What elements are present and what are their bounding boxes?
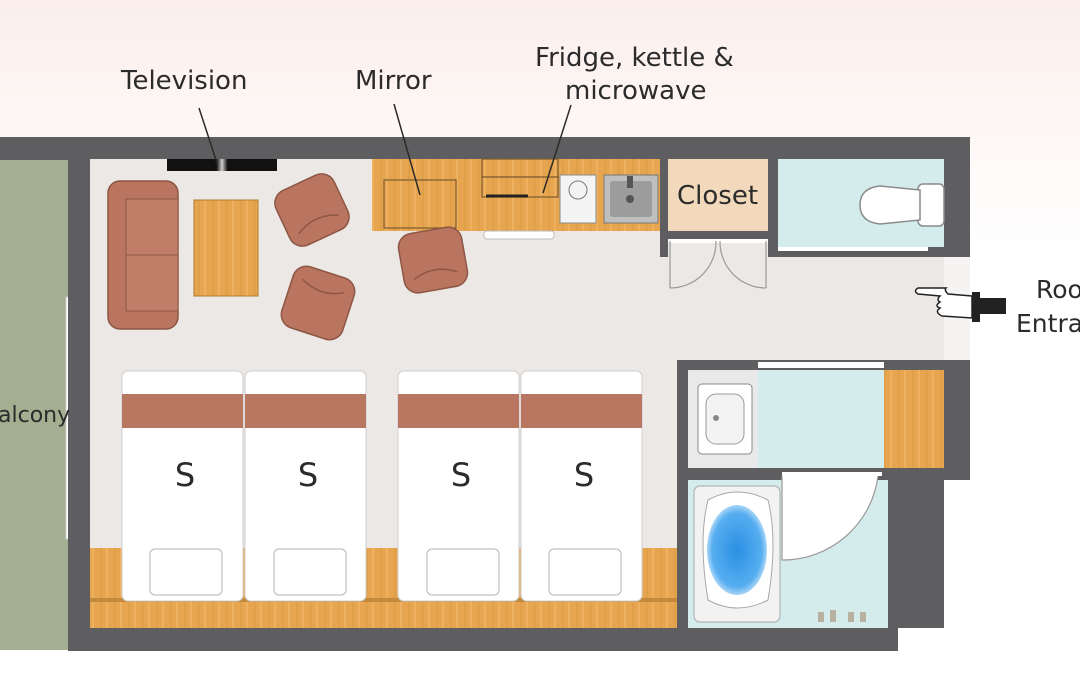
toiletries xyxy=(818,610,866,622)
fridge-label-line1: Fridge, kettle & xyxy=(535,43,734,73)
mirror-desk xyxy=(383,179,457,229)
fridge-label-line2: microwave xyxy=(565,76,707,106)
mirror-pointer xyxy=(393,103,421,196)
television-pointer xyxy=(198,107,218,164)
fridge-pointer xyxy=(542,104,572,194)
fridge-kettle-microwave xyxy=(481,158,559,198)
bed-group xyxy=(121,370,643,602)
room-entrance-label-line1: Roo xyxy=(1036,275,1080,304)
bed-size-label: S xyxy=(450,456,472,494)
closet xyxy=(668,159,768,231)
television-label: Television xyxy=(121,66,248,96)
toilet-icon xyxy=(859,183,945,227)
bed xyxy=(520,370,643,602)
bathtub-icon xyxy=(693,485,781,623)
mirror-label: Mirror xyxy=(355,66,432,96)
washbasin-icon xyxy=(697,383,753,455)
pointing-hand-icon xyxy=(914,287,1006,322)
coffee-table xyxy=(193,199,259,297)
bed-size-label: S xyxy=(573,456,595,494)
bed-size-label: S xyxy=(297,456,319,494)
closet-doors xyxy=(668,239,768,289)
exterior-wall xyxy=(0,137,970,159)
balcony-area xyxy=(0,160,68,650)
bed-size-label: S xyxy=(174,456,196,494)
sofa xyxy=(107,180,179,330)
sink-icon xyxy=(603,174,659,224)
washroom-cabinet xyxy=(884,370,944,468)
balcony-label: alcony xyxy=(0,403,71,428)
armchair xyxy=(274,173,469,341)
bed xyxy=(397,370,520,602)
closet-label: Closet xyxy=(677,181,759,211)
bed xyxy=(244,370,367,602)
microwave-icon xyxy=(559,174,597,224)
room-entrance-label-line2: Entra xyxy=(1016,309,1080,338)
television-unit xyxy=(167,159,277,171)
bed xyxy=(121,370,244,602)
